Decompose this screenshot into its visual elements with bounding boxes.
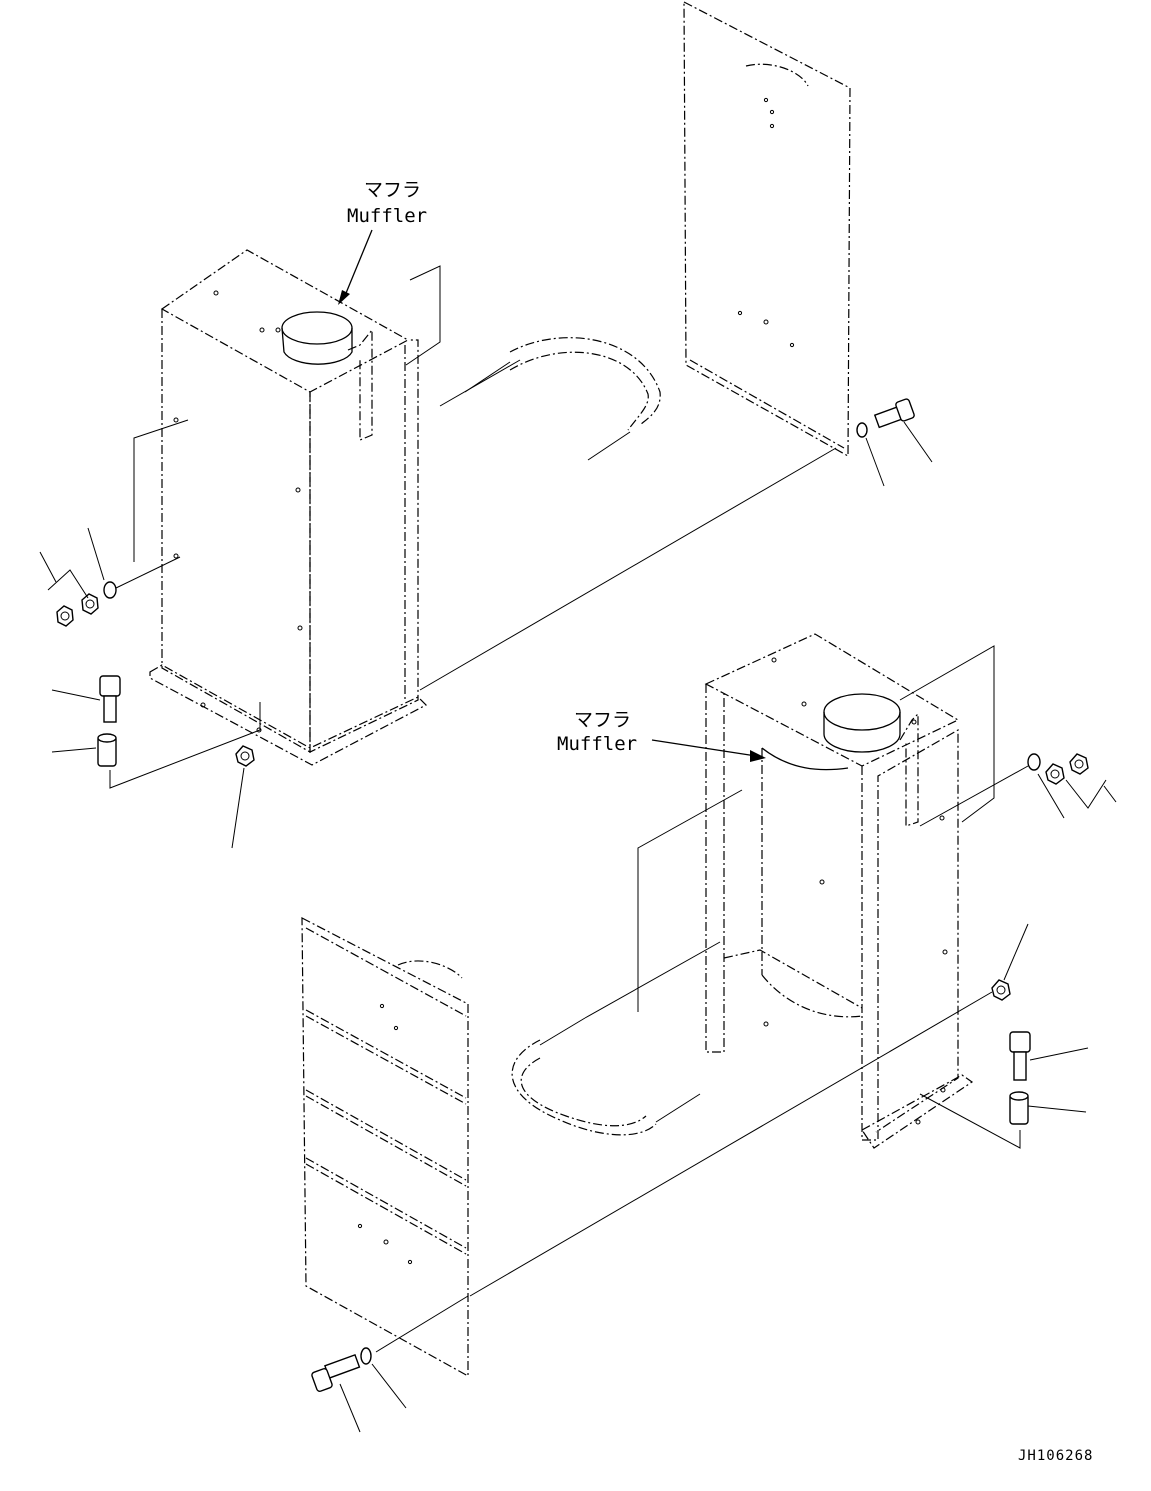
side-panel-upper bbox=[419, 1, 933, 691]
muffler-label-upper-en: Muffler bbox=[347, 205, 427, 227]
nut-icon bbox=[81, 593, 99, 615]
nut-icon bbox=[1045, 763, 1065, 785]
nut-icon bbox=[991, 979, 1011, 1001]
washer-icon bbox=[856, 422, 868, 438]
bolt-icon bbox=[873, 398, 915, 429]
muffler-label-lower-en: Muffler bbox=[557, 733, 637, 755]
bolt-icon bbox=[311, 1353, 361, 1392]
muffler-label-lower: マフラ Muffler bbox=[557, 709, 766, 762]
muffler-label-lower-jp: マフラ bbox=[574, 709, 631, 731]
nut-icon bbox=[1069, 753, 1089, 775]
washer-icon bbox=[103, 581, 117, 599]
hardware-upper-left bbox=[39, 527, 261, 849]
muffler-label-upper: マフラ Muffler bbox=[338, 179, 427, 305]
bolt-icon bbox=[1009, 1031, 1031, 1081]
nut-icon bbox=[56, 605, 74, 627]
bolt-icon bbox=[99, 675, 121, 723]
muffler-band-lower bbox=[511, 941, 721, 1136]
spacer-icon bbox=[97, 733, 117, 767]
muffler-label-upper-jp: マフラ bbox=[364, 179, 421, 201]
drawing-code: JH106268 bbox=[1018, 1448, 1093, 1464]
spacer-icon bbox=[1009, 1091, 1029, 1125]
hardware-lower-right bbox=[469, 753, 1117, 1297]
nut-icon bbox=[235, 745, 255, 767]
side-panel-lower bbox=[301, 917, 469, 1433]
washer-icon bbox=[360, 1347, 372, 1365]
muffler-cover-lower bbox=[637, 633, 995, 1149]
muffler-cover-upper bbox=[133, 249, 441, 766]
muffler-band-upper bbox=[439, 337, 661, 461]
washer-icon bbox=[1027, 753, 1041, 771]
